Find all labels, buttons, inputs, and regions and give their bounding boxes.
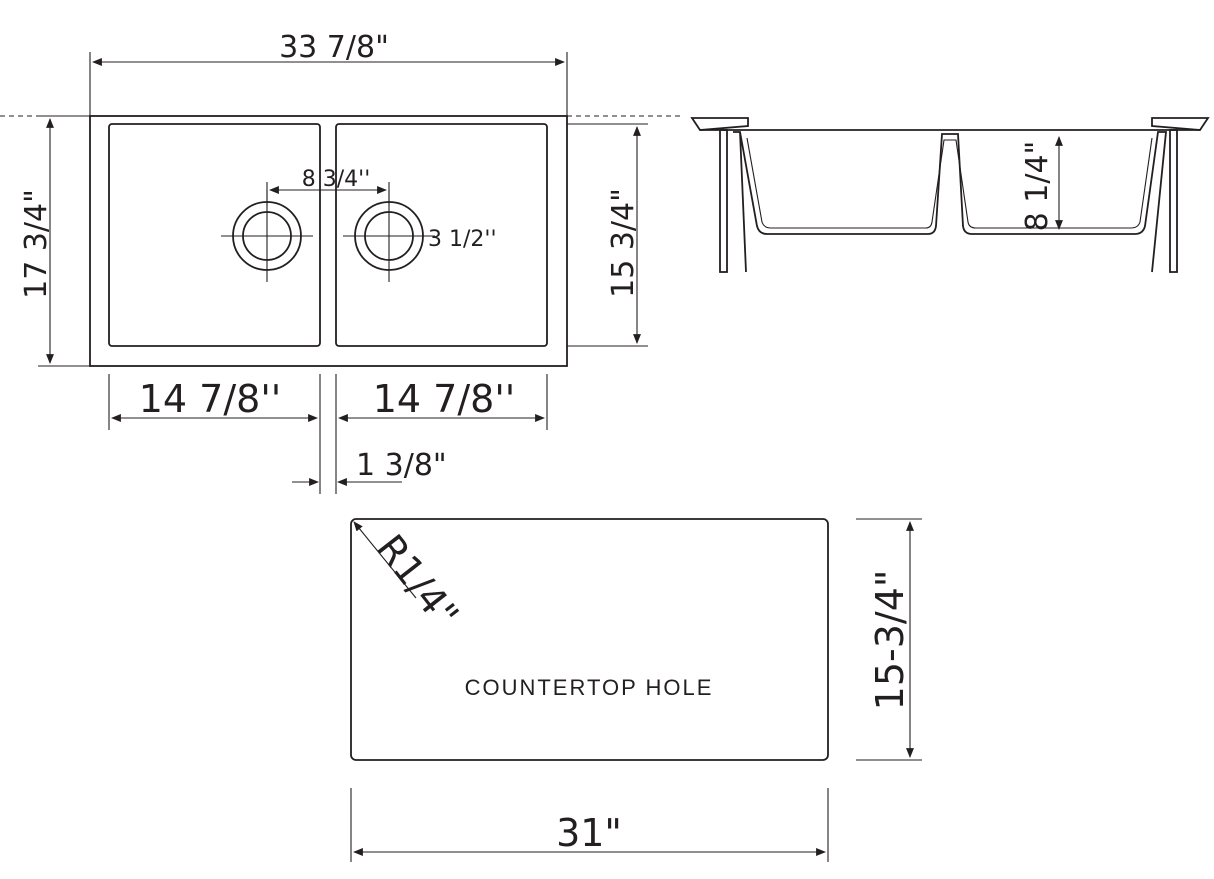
overall-width-dimension: 33 7/8"	[89, 30, 568, 116]
right-support	[1169, 129, 1178, 273]
divider-width-label: 1 3/8"	[356, 448, 447, 483]
divider-width-dimension: 1 3/8"	[292, 448, 447, 486]
countertop-hole-outline	[350, 518, 829, 761]
drain-diameter-label: 3 1/2''	[428, 227, 497, 252]
top-view: 33 7/8" 17 3/4" 15 3/4" 8 3/4'' 3 1/2''	[0, 30, 680, 494]
hole-height-dimension: 15-3/4"	[856, 518, 922, 761]
side-view: 8 1/4"	[690, 117, 1210, 273]
hole-width-label: 31"	[556, 811, 622, 855]
right-bowl-width-dimension: 14 7/8''	[335, 374, 548, 494]
left-bowl	[108, 123, 321, 347]
bowl-depth-label: 15 3/4"	[606, 188, 641, 298]
countertop-hole-view: COUNTERTOP HOLE R1/4" 31" 15-3/4"	[350, 518, 922, 862]
overall-depth-dimension: 17 3/4"	[19, 115, 90, 367]
bowl-height-label: 8 1/4"	[1020, 141, 1055, 232]
sink-profile-outer	[733, 131, 1167, 273]
left-support	[719, 129, 728, 273]
bowl-height-dimension: 8 1/4"	[1020, 136, 1063, 232]
drain-spacing-label: 8 3/4''	[302, 167, 371, 192]
right-bowl	[335, 123, 548, 347]
bowl-depth-dimension: 15 3/4"	[567, 123, 648, 347]
hole-width-dimension: 31"	[350, 788, 829, 862]
drain-spacing-dimension: 8 3/4''	[266, 167, 390, 206]
corner-radius-label: R1/4"	[368, 526, 467, 636]
countertop-hole-label: COUNTERTOP HOLE	[465, 675, 714, 700]
left-bowl-width-dimension: 14 7/8''	[108, 374, 321, 494]
countertop-right	[1151, 117, 1210, 131]
sink-profile-inner	[746, 137, 1153, 229]
right-bowl-width-label: 14 7/8''	[373, 377, 515, 421]
hole-height-label: 15-3/4"	[868, 570, 912, 711]
overall-width-label: 33 7/8"	[279, 30, 389, 65]
countertop-left	[690, 117, 749, 131]
left-bowl-width-label: 14 7/8''	[139, 377, 281, 421]
overall-depth-label: 17 3/4"	[19, 189, 54, 299]
